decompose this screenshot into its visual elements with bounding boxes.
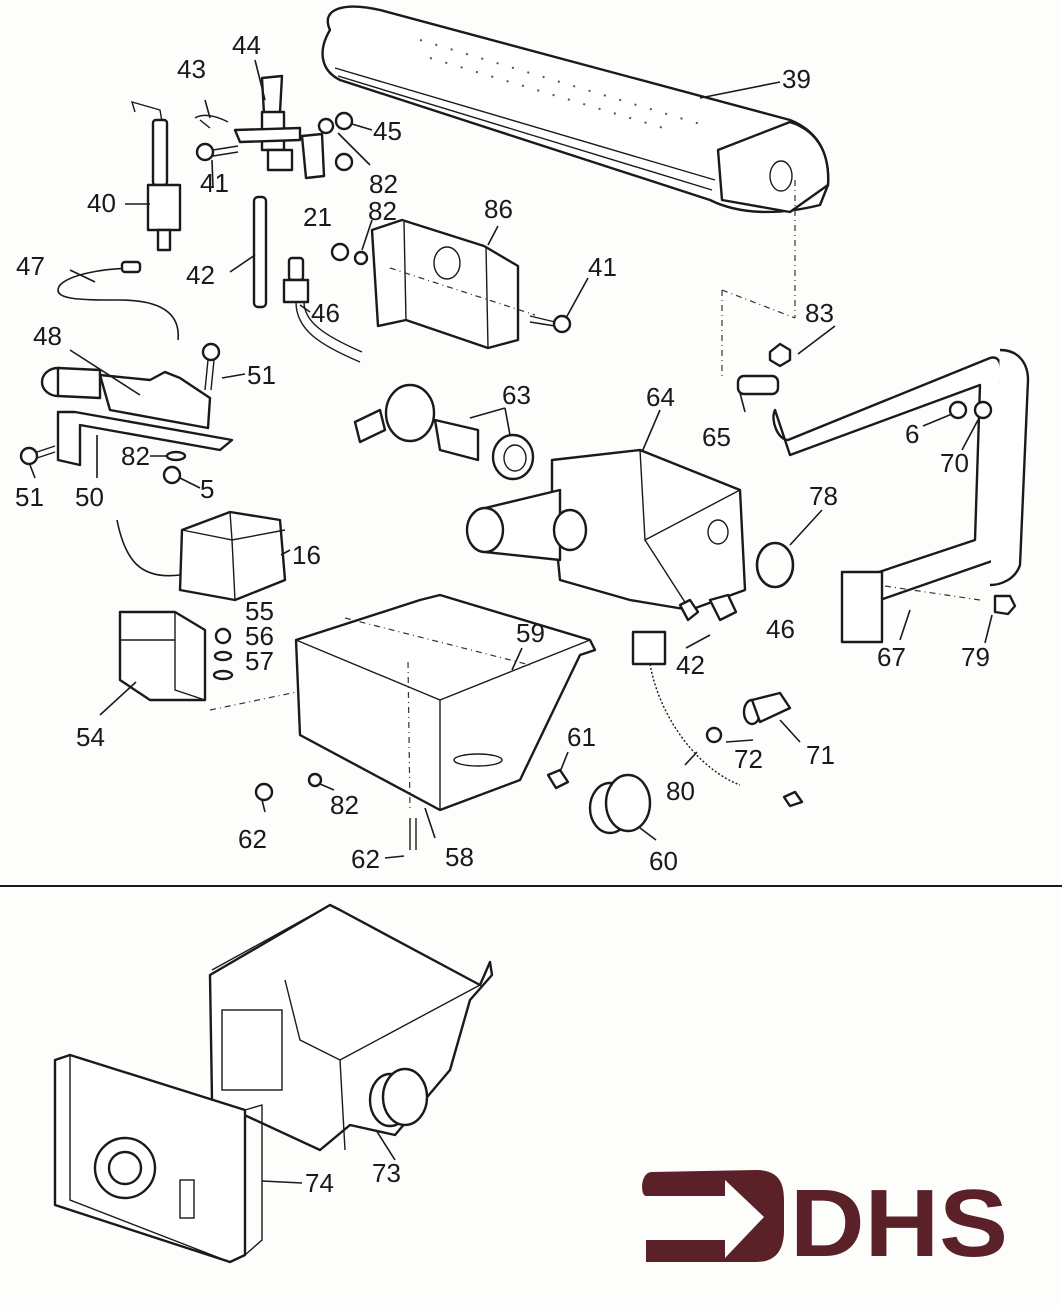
- label-63: 63: [502, 380, 531, 410]
- label-16: 16: [292, 540, 321, 570]
- bracket-50: [56, 410, 234, 467]
- label-65: 65: [702, 422, 731, 452]
- igniter-48: [40, 366, 212, 430]
- programmer-timer-74: [53, 1053, 263, 1264]
- label-79: 79: [961, 642, 990, 672]
- control-box-58: [254, 593, 597, 850]
- clip-43: [194, 114, 229, 129]
- label-82d: 82: [330, 790, 359, 820]
- label-45: 45: [373, 116, 402, 146]
- label-42: 42: [186, 260, 215, 290]
- label-80: 80: [666, 776, 695, 806]
- label-50: 50: [75, 482, 104, 512]
- label-82c: 82: [121, 441, 150, 471]
- label-47: 47: [16, 251, 45, 281]
- label-42b: 42: [676, 650, 705, 680]
- arrow-icon: [642, 1170, 784, 1262]
- label-58: 58: [445, 842, 474, 872]
- label-78: 78: [809, 481, 838, 511]
- burner-39: [321, 5, 830, 214]
- label-55: 55: [245, 596, 274, 626]
- pilot-burner-44: [233, 74, 326, 180]
- label-43: 43: [177, 54, 206, 84]
- label-74: 74: [305, 1168, 334, 1198]
- pilot-tube-46: [282, 256, 363, 363]
- label-62: 62: [238, 824, 267, 854]
- label-64: 64: [646, 382, 675, 412]
- label-39: 39: [782, 64, 811, 94]
- label-73: 73: [372, 1158, 401, 1188]
- label-44: 44: [232, 30, 261, 60]
- label-21: 21: [303, 202, 332, 232]
- label-70: 70: [940, 448, 969, 478]
- label-51: 51: [247, 360, 276, 390]
- dhs-logo: DHS: [642, 1170, 1008, 1277]
- label-6: 6: [905, 419, 919, 449]
- gas-cock-63: [353, 383, 535, 481]
- label-61: 61: [567, 722, 596, 752]
- label-5: 5: [200, 474, 214, 504]
- gas-valve-64: [465, 448, 747, 612]
- logo-text: DHS: [790, 1170, 1008, 1277]
- label-40: 40: [87, 188, 116, 218]
- label-41b: 41: [588, 252, 617, 282]
- label-86: 86: [484, 194, 513, 224]
- injector-65: [721, 180, 796, 396]
- ignition-lead-47: [57, 260, 180, 341]
- label-67: 67: [877, 642, 906, 672]
- label-57: 57: [245, 646, 274, 676]
- label-56: 56: [245, 621, 274, 651]
- thermostat-16: [116, 510, 287, 602]
- label-82b: 82: [368, 196, 397, 226]
- lower-leaders: [261, 1129, 396, 1184]
- label-46b: 46: [766, 614, 795, 644]
- label-71: 71: [806, 740, 835, 770]
- label-54: 54: [76, 722, 105, 752]
- control-box-assembly-73: [208, 903, 494, 1152]
- label-72: 72: [734, 744, 763, 774]
- label-83: 83: [805, 298, 834, 328]
- transformer-54: [118, 610, 346, 711]
- fittings-71-72-80: [631, 593, 804, 808]
- small-fasteners: [317, 111, 369, 266]
- label-59: 59: [516, 618, 545, 648]
- electrode-40: [130, 100, 182, 252]
- leader-lines: [29, 59, 993, 859]
- knob-60: [546, 768, 652, 835]
- screw-41-b: [529, 314, 572, 334]
- label-51b: 51: [15, 482, 44, 512]
- screws-51: [19, 342, 221, 485]
- label-48: 48: [33, 321, 62, 351]
- thermocouple-42: [252, 195, 268, 309]
- label-82: 82: [369, 169, 398, 199]
- label-60: 60: [649, 846, 678, 876]
- part-labels: 39 40 41 41 42 42 43 44 45 46 46 47 48 5…: [15, 30, 990, 876]
- label-46: 46: [311, 298, 340, 328]
- label-41: 41: [200, 168, 229, 198]
- screw-41-a: [195, 142, 239, 162]
- label-62b: 62: [351, 844, 380, 874]
- manifold-67: [755, 348, 1030, 644]
- shield-86: [370, 218, 536, 350]
